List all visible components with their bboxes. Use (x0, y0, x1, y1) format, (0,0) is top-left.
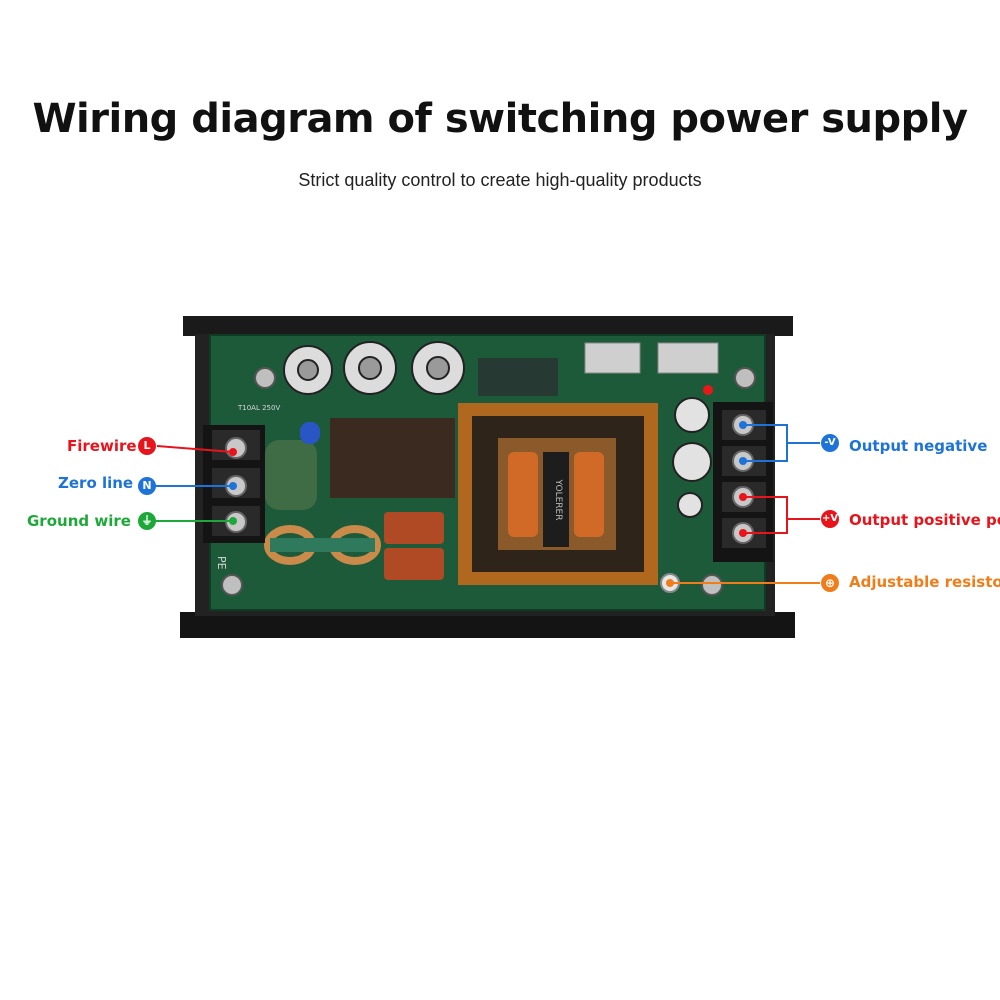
film-cap-1 (384, 512, 444, 544)
inductor-block (330, 418, 455, 498)
adjustable-resistor-badge-icon: ⊕ (821, 574, 839, 592)
callout-lines (155, 421, 820, 587)
output-positive-label: Output positive pole (849, 511, 1000, 529)
chassis-top-rail (183, 316, 793, 336)
firewire-label: Firewire (67, 437, 137, 455)
mount-screws (221, 367, 756, 596)
output-positive-badge-icon: +V (821, 510, 839, 528)
heatsink-block-2 (657, 342, 719, 374)
led-indicator (703, 385, 713, 395)
ground-wire-label: Ground wire (27, 512, 131, 530)
page-subtitle: Strict quality control to create high-qu… (298, 170, 702, 190)
toroid-coil (264, 525, 381, 565)
adjustable-resistor-label: Adjustable resistor (849, 573, 1000, 591)
film-cap-2 (384, 548, 444, 580)
firewire-badge-icon: L (138, 437, 156, 455)
heatsink-block-1 (584, 342, 641, 374)
chassis-bottom-rail (180, 612, 795, 638)
output-negative-badge-icon: -V (821, 434, 839, 452)
transformer-marking: YOLERER (553, 479, 563, 521)
output-negative-label: Output negative (849, 437, 988, 455)
transformer: YOLERER (458, 403, 658, 585)
page-title: Wiring diagram of switching power supply (32, 96, 968, 142)
fuse-marking: T10AL 250V (237, 404, 280, 412)
pe-marking: PE (215, 556, 228, 570)
ground-wire-badge-icon: ⏚ (138, 512, 156, 530)
zero-line-label: Zero line (58, 474, 134, 492)
green-filter-cap (265, 440, 317, 510)
relay-box (478, 358, 558, 396)
blue-cap (300, 422, 320, 444)
electrolytic-capacitors (283, 341, 712, 518)
zero-line-badge-icon: N (138, 477, 156, 495)
